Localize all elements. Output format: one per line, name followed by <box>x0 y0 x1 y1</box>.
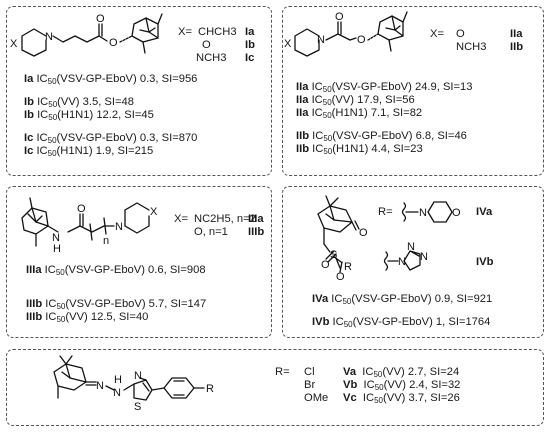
atom-N-ring: N <box>115 221 123 233</box>
sub-x: NCH3 <box>196 52 227 64</box>
atom-X: X <box>10 38 18 50</box>
atom-N-triazole: N <box>407 241 415 253</box>
atom-S: S <box>330 249 337 261</box>
compound-id: IVb <box>476 256 494 268</box>
atom-X: X <box>284 38 292 50</box>
atom-X: X <box>150 206 158 218</box>
panel-II <box>282 6 544 176</box>
sub-x: O, n=1 <box>194 226 228 238</box>
activity-line: Ic IC50(VSV-GP-EboV) 0.3, SI=870 <box>24 132 198 145</box>
panel-IV <box>282 186 544 338</box>
r-group: OMe <box>304 392 329 404</box>
atom-O-carbonyl: O <box>335 11 344 23</box>
atom-N-triazole: N <box>398 256 406 268</box>
sub-x: CHCH3 <box>198 26 237 38</box>
atom-O-sulfonyl: O <box>336 271 345 283</box>
compound-id: IIIa <box>248 213 264 225</box>
compound-id: IVa <box>476 206 493 218</box>
x-equals-label: X= <box>174 213 188 225</box>
sub-x: NC2H5, n=2 <box>194 213 256 225</box>
r-equals-label: R= <box>275 366 290 378</box>
atom-H: H <box>53 243 61 255</box>
atom-O-sulfonyl: O <box>321 259 330 271</box>
atom-N-triazole: N <box>420 251 428 263</box>
sub-x: O <box>456 28 465 40</box>
x-equals-label: X= <box>178 26 192 38</box>
activity-line: IVa IC50(VSV-GP-EboV) 0.9, SI=921 <box>312 293 493 306</box>
activity-line: IIa IC50(H1N1) 7.1, SI=82 <box>296 107 423 120</box>
panel-I <box>6 6 272 176</box>
panel-V <box>6 349 544 426</box>
atom-O-ester: O <box>357 34 366 46</box>
r-group: Br <box>304 379 316 391</box>
activity-line: IIb IC50(VSV-GP-EboV) 6.8, SI=46 <box>296 130 467 143</box>
activity-line: IIIa IC50(VSV-GP-EboV) 0.6, SI=908 <box>26 264 206 277</box>
activity-line: Ia IC50(VSV-GP-EboV) 0.3, SI=956 <box>24 73 198 86</box>
atom-O-morpholine: O <box>452 207 461 219</box>
atom-N-hydrazone: N <box>113 387 121 399</box>
atom-S: S <box>134 401 141 413</box>
panel-III <box>6 186 272 338</box>
atom-N: N <box>317 34 325 46</box>
compound-id: IIb <box>510 41 524 53</box>
compound-id: Ic <box>245 52 255 64</box>
atom-O-ketone: O <box>359 227 368 239</box>
atom-H: H <box>114 374 122 386</box>
activity-line: IIIb IC50(VSV-GP-EboV) 5.7, SI=147 <box>26 298 207 311</box>
compound-id: IIIb <box>248 226 265 238</box>
activity-line: Ib IC50(H1N1) 12.2, SI=45 <box>24 109 154 122</box>
atom-O-ester: O <box>109 37 118 49</box>
compound-id: Ib <box>245 39 255 51</box>
activity-line: IVb IC50(VSV-GP-EboV) 1, SI=1764 <box>312 316 491 329</box>
atom-N-imine: N <box>96 380 104 392</box>
atom-R: R <box>344 261 352 273</box>
activity-line: Va IC50(VV) 2.7, SI=24 <box>343 366 460 379</box>
atom-N-morpholine: N <box>419 207 427 219</box>
x-equals-label: X= <box>430 28 444 40</box>
atom-N-amide: N <box>52 232 60 244</box>
activity-line: Vb IC50(VV) 2.4, SI=32 <box>343 379 461 392</box>
activity-line: Ic IC50(H1N1) 1.9, SI=215 <box>24 145 154 158</box>
atom-O: O <box>77 203 86 215</box>
r-equals-label: R= <box>378 206 393 218</box>
activity-line: IIb IC50(H1N1) 4.4, SI=23 <box>296 143 423 156</box>
activity-line: Ib IC50(VV) 3.5, SI=48 <box>24 96 134 109</box>
activity-line: Vc IC50(VV) 3.7, SI=26 <box>343 392 460 405</box>
atom-N-thiazole: N <box>134 370 142 382</box>
atom-N: N <box>45 31 53 43</box>
r-group: Cl <box>304 366 315 378</box>
atom-O-carbonyl: O <box>96 13 105 25</box>
atom-R: R <box>206 383 214 395</box>
sub-x: O <box>202 39 211 51</box>
activity-line: IIa IC50(VV) 17.9, SI=56 <box>296 94 415 107</box>
compound-id: IIa <box>510 28 523 40</box>
activity-line: IIIb IC50(VV) 12.5, SI=40 <box>26 311 149 324</box>
atom-n: n <box>103 235 109 247</box>
compound-id: Ia <box>245 26 255 38</box>
activity-line: IIa IC50(VSV-GP-EboV) 24.9, SI=13 <box>296 81 473 94</box>
sub-x: NCH3 <box>456 41 487 53</box>
